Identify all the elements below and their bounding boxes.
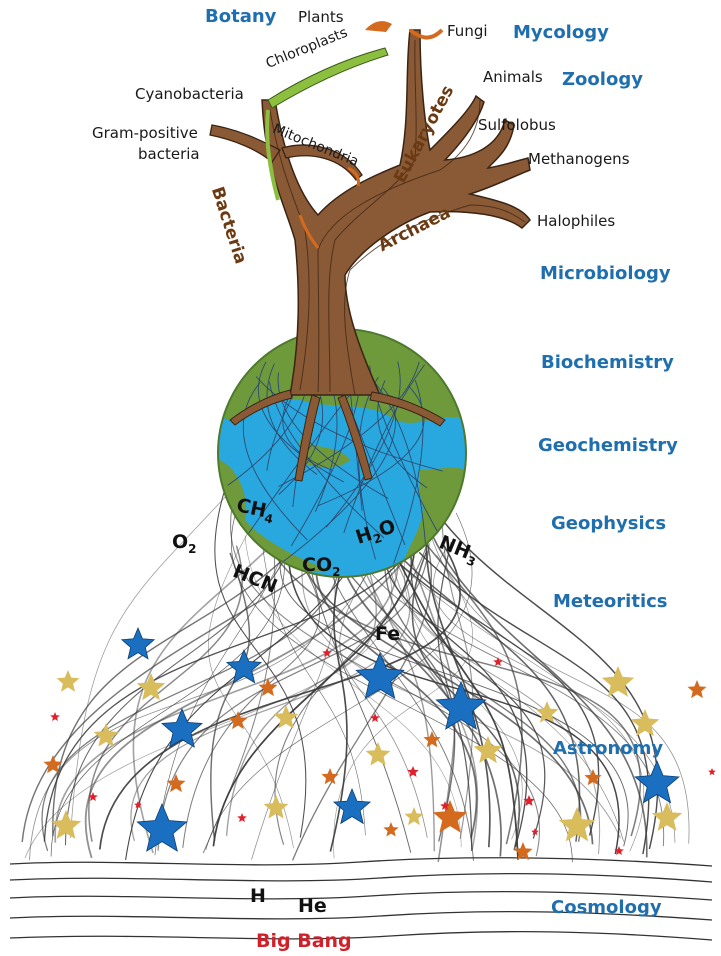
discipline-cosmology: Cosmology xyxy=(551,899,662,917)
discipline-biochemistry: Biochemistry xyxy=(541,354,674,372)
star-gold xyxy=(57,670,80,692)
label-plants: Plants xyxy=(298,10,344,25)
label-cyanobacteria: Cyanobacteria xyxy=(135,87,244,102)
star-orange xyxy=(383,822,398,837)
star-blue xyxy=(122,628,154,659)
discipline-microbiology: Microbiology xyxy=(540,265,671,283)
star-gold xyxy=(474,736,503,763)
star-gold xyxy=(264,795,289,819)
discipline-geochemistry: Geochemistry xyxy=(538,437,678,455)
label-gram-positive: Gram-positive xyxy=(92,126,198,141)
o2-sub: 2 xyxy=(188,542,196,556)
star-red xyxy=(237,813,247,822)
star-orange xyxy=(423,731,440,747)
label-methanogens: Methanogens xyxy=(528,152,630,167)
star-red xyxy=(493,657,503,666)
molecule-fe: Fe xyxy=(375,625,400,644)
star-red xyxy=(407,766,418,777)
discipline-astronomy: Astronomy xyxy=(553,740,663,758)
label-halophiles: Halophiles xyxy=(537,214,615,229)
element-h: H xyxy=(250,887,266,906)
star-gold xyxy=(366,742,391,766)
star-red xyxy=(50,712,60,721)
star-blue xyxy=(356,653,404,698)
element-he: He xyxy=(298,897,327,916)
label-sulfolobus: Sulfolobus xyxy=(478,118,556,133)
star-blue xyxy=(137,804,186,851)
co2-base: CO xyxy=(302,554,332,576)
star-gold xyxy=(94,723,119,747)
label-animals: Animals xyxy=(483,70,543,85)
label-gram-positive-bacteria: bacteria xyxy=(138,147,200,162)
o2-base: O xyxy=(172,531,188,553)
star-orange xyxy=(321,768,338,784)
label-fungi: Fungi xyxy=(447,24,488,39)
discipline-zoology: Zoology xyxy=(562,71,643,89)
star-orange xyxy=(229,711,248,729)
discipline-botany: Botany xyxy=(205,8,276,26)
star-orange xyxy=(688,680,707,698)
co2-sub: 2 xyxy=(332,565,340,579)
big-bang-label: Big Bang xyxy=(256,932,352,951)
molecule-co2: CO2 xyxy=(302,556,340,578)
discipline-geophysics: Geophysics xyxy=(551,515,666,533)
star-red xyxy=(370,713,380,722)
discipline-mycology: Mycology xyxy=(513,24,609,42)
molecule-o2: O2 xyxy=(172,533,197,555)
ch4-base: CH xyxy=(235,494,269,522)
star-red xyxy=(708,768,716,775)
star-blue xyxy=(334,789,370,823)
discipline-meteoritics: Meteoritics xyxy=(553,593,668,611)
